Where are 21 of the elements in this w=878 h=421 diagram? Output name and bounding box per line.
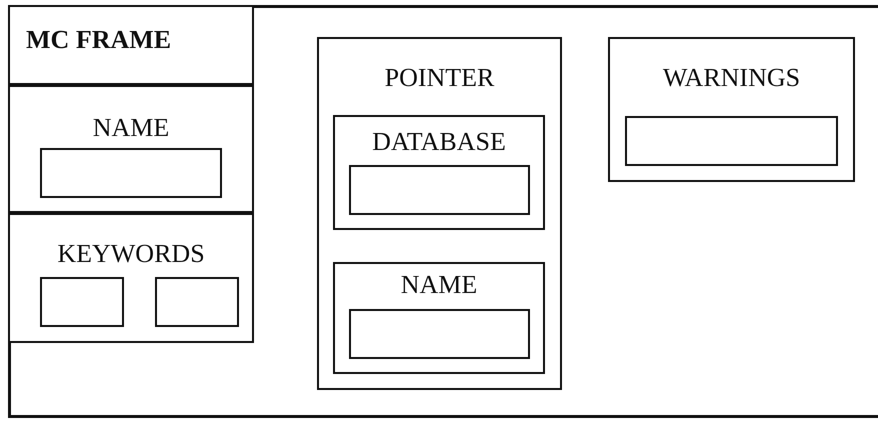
subsection-panel xyxy=(333,262,545,374)
frame-panel xyxy=(8,5,878,418)
field-box xyxy=(155,277,239,327)
section-heading: KEYWORDS xyxy=(57,239,205,269)
section-panel xyxy=(608,37,855,182)
field-box xyxy=(625,116,838,166)
section-heading: MC FRAME xyxy=(26,25,172,55)
section-panel xyxy=(8,85,254,213)
section-heading: DATABASE xyxy=(372,127,506,157)
section-panel xyxy=(317,37,562,390)
field-box xyxy=(349,309,530,359)
field-box xyxy=(40,277,124,327)
section-heading: POINTER xyxy=(384,63,494,93)
field-box xyxy=(40,148,222,198)
section-heading: NAME xyxy=(92,113,170,143)
section-heading: WARNINGS xyxy=(662,63,800,93)
field-box xyxy=(349,165,530,215)
section-panel xyxy=(8,213,254,343)
title-cell xyxy=(8,5,254,85)
subsection-panel xyxy=(333,115,545,230)
section-heading: NAME xyxy=(400,270,478,300)
